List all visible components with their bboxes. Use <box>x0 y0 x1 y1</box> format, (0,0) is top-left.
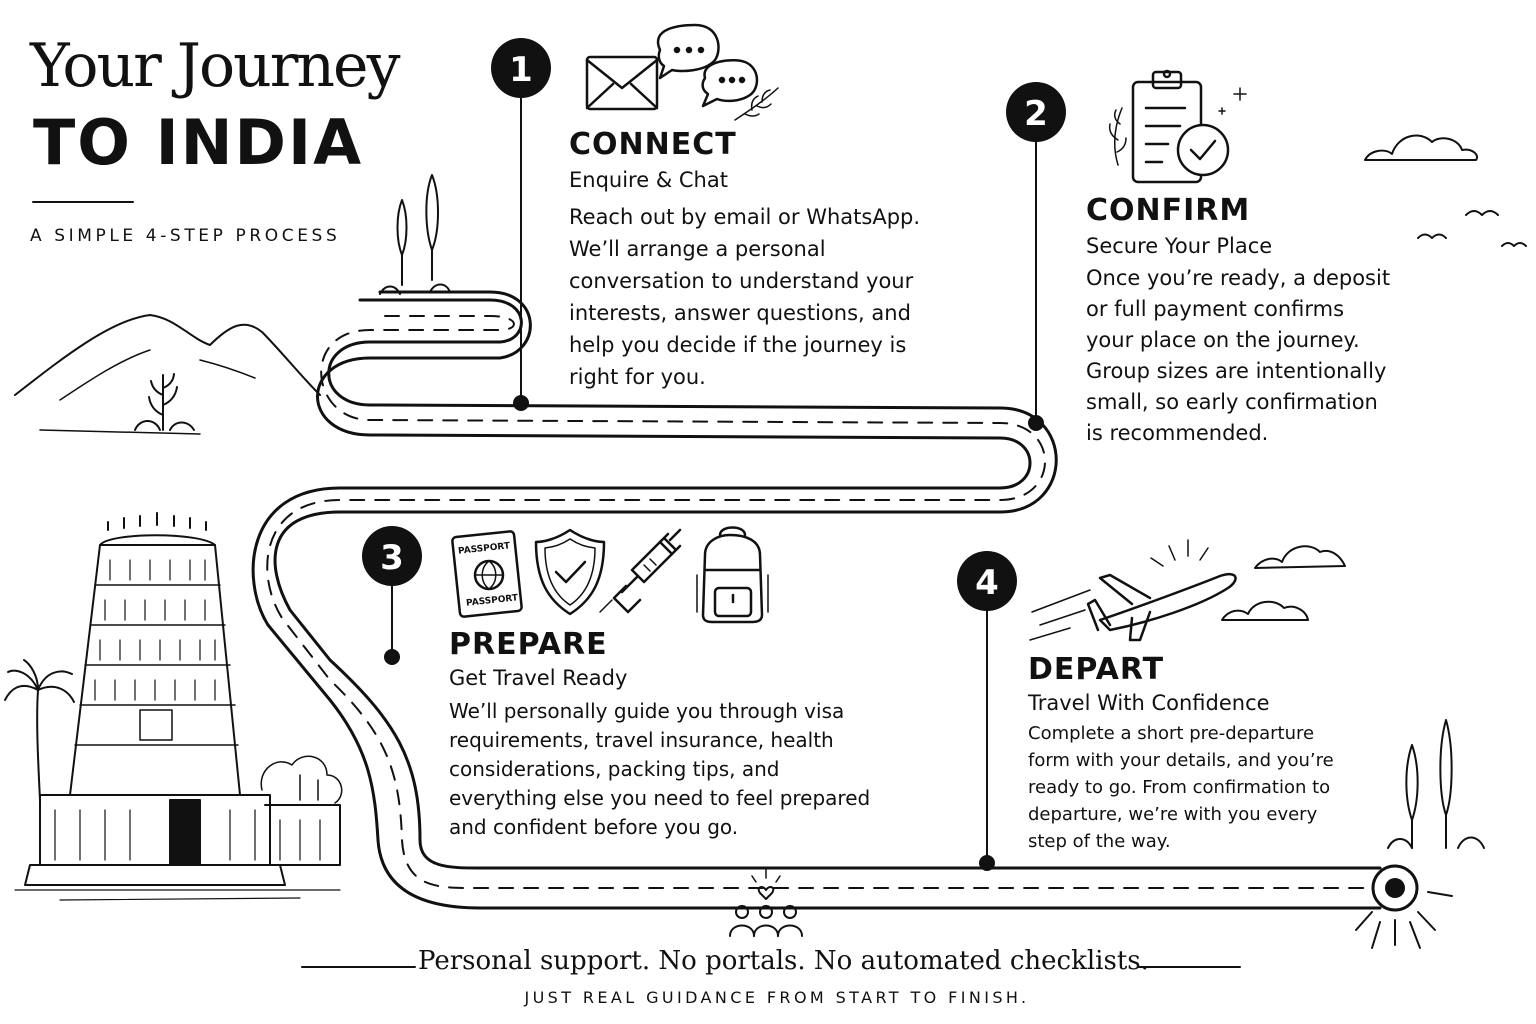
step-1-body-line: Reach out by email or WhatsApp. <box>569 205 921 230</box>
temple-illustration <box>14 512 341 901</box>
step-3-subtitle: Get Travel Ready <box>449 666 628 690</box>
step-4-body-line: departure, we’re with you every <box>1028 804 1318 826</box>
palm-tree <box>4 659 75 801</box>
step-2-body-line: your place on the journey. <box>1086 328 1360 353</box>
people-heart-icon <box>729 869 803 937</box>
clipboard-check-icon <box>1108 69 1247 184</box>
step-3-body-line: We’ll personally guide you through visa <box>449 699 845 724</box>
step-1-body-line: We’ll arrange a personal <box>569 237 826 262</box>
step-2-title: CONFIRM <box>1086 193 1251 228</box>
step-2-card: CONFIRM Secure Your Place Once you’re re… <box>1086 196 1426 449</box>
step-marker-2 <box>1006 82 1066 431</box>
step-2-number: 2 <box>1024 94 1048 134</box>
mountains <box>14 314 321 435</box>
footer-subtagline: JUST REAL GUIDANCE FROM START TO FINISH. <box>524 988 1030 1007</box>
step-4-body: Complete a short pre-departure form with… <box>1028 720 1388 855</box>
footer-tagline: Personal support. No portals. No automat… <box>418 946 1149 976</box>
step-1-subtitle: Enquire & Chat <box>569 168 728 192</box>
backpack-icon <box>696 526 769 624</box>
step-2-body-line: small, so early confirmation <box>1086 390 1378 415</box>
page-title-line1: Your Journey <box>30 31 400 101</box>
step-4-body-line: form with your details, and you’re <box>1028 750 1334 772</box>
step-3-body-line: considerations, packing tips, and <box>449 757 780 782</box>
step-2-subtitle: Secure Your Place <box>1086 234 1273 258</box>
airplane-icon <box>1029 539 1237 642</box>
step-4-card: DEPART Travel With Confidence Complete a… <box>1028 655 1388 855</box>
clouds <box>1221 134 1478 621</box>
step-marker-3 <box>362 526 422 665</box>
step-2-body: Once you’re ready, a deposit or full pay… <box>1086 263 1426 449</box>
cypress-trees <box>379 174 1485 849</box>
step-3-body-line: everything else you need to feel prepare… <box>449 786 871 811</box>
step-3-title: PREPARE <box>449 627 608 662</box>
step-4-number: 4 <box>975 563 999 603</box>
step-1-title: CONNECT <box>569 127 737 162</box>
winding-road <box>251 290 1453 949</box>
step-1-card: CONNECT Enquire & Chat Reach out by emai… <box>569 130 969 393</box>
step-marker-1 <box>491 38 551 411</box>
step-1-body-line: conversation to understand your <box>569 269 914 294</box>
step-1-number: 1 <box>509 50 533 90</box>
page-subtitle: A SIMPLE 4-STEP PROCESS <box>30 226 341 246</box>
step-2-body-line: Group sizes are intentionally <box>1086 359 1387 384</box>
step-3-body: We’ll personally guide you through visa … <box>449 697 919 842</box>
passport-icon <box>451 530 523 618</box>
step-2-body-line: or full payment confirms <box>1086 297 1345 322</box>
envelope-icon <box>585 55 659 111</box>
page-title-line2: TO INDIA <box>33 106 364 179</box>
bushes <box>260 755 343 804</box>
step-2-body-line: is recommended. <box>1086 421 1269 446</box>
step-2-body-line: Once you’re ready, a deposit <box>1086 266 1391 291</box>
step-3-body-line: and confident before you go. <box>449 815 739 840</box>
small-tree <box>134 373 195 431</box>
step-3-card: PREPARE Get Travel Ready We’ll personall… <box>449 630 919 842</box>
syringe-icon <box>599 528 682 614</box>
speech-bubbles-icon <box>656 23 779 121</box>
step-1-body-line: help you decide if the journey is <box>569 333 907 358</box>
step-4-body-line: ready to go. From confirmation to <box>1028 777 1331 799</box>
step-4-body-line: Complete a short pre-departure <box>1028 723 1315 745</box>
step-3-body-line: requirements, travel insurance, health <box>449 728 834 753</box>
step-1-body: Reach out by email or WhatsApp. We’ll ar… <box>569 201 969 393</box>
shield-check-icon <box>534 528 606 616</box>
step-1-body-line: right for you. <box>569 365 706 390</box>
step-4-body-line: step of the way. <box>1028 831 1171 853</box>
birds <box>1417 210 1527 247</box>
step-4-subtitle: Travel With Confidence <box>1028 691 1270 715</box>
step-4-title: DEPART <box>1028 652 1165 687</box>
step-1-body-line: interests, answer questions, and <box>569 301 911 326</box>
step-marker-4 <box>957 551 1017 871</box>
step-3-number: 3 <box>380 538 404 578</box>
